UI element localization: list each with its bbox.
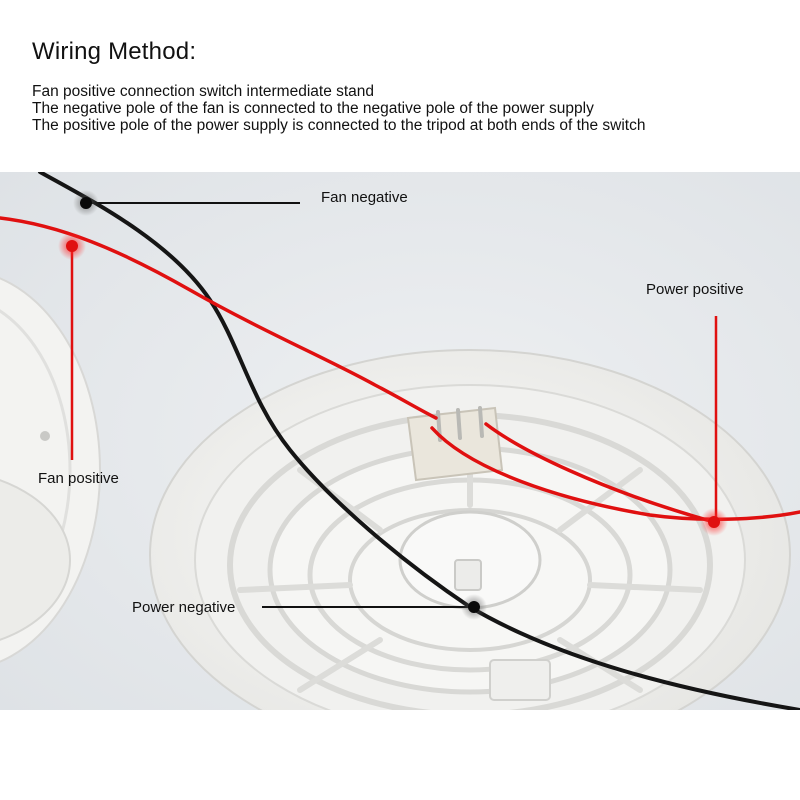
fan-positive-marker (58, 232, 86, 260)
power-negative-marker (461, 594, 487, 620)
left-fan-body (0, 277, 101, 663)
fan-wiring-photo (0, 172, 800, 710)
rocker-switch (406, 406, 504, 482)
power-positive-wire-a (430, 426, 800, 522)
instruction-step-2: The negative pole of the fan is connecte… (32, 100, 594, 117)
main-fan-body (149, 349, 791, 710)
power-negative-label: Power negative (132, 599, 236, 616)
power-positive-wire-b (484, 422, 716, 524)
power-positive-label: Power positive (646, 281, 744, 298)
fan-positive-label: Fan positive (38, 470, 119, 487)
fan-negative-label: Fan negative (321, 189, 408, 206)
instruction-step-3: The positive pole of the power supply is… (32, 117, 646, 134)
instruction-list: Fan positive connection switch intermedi… (32, 83, 645, 134)
power-positive-marker (700, 508, 728, 536)
negative-wire (38, 172, 800, 710)
instruction-step-1: Fan positive connection switch intermedi… (32, 83, 375, 100)
wiring-method-title: Wiring Method: (32, 38, 197, 65)
fan-negative-marker (73, 190, 99, 216)
